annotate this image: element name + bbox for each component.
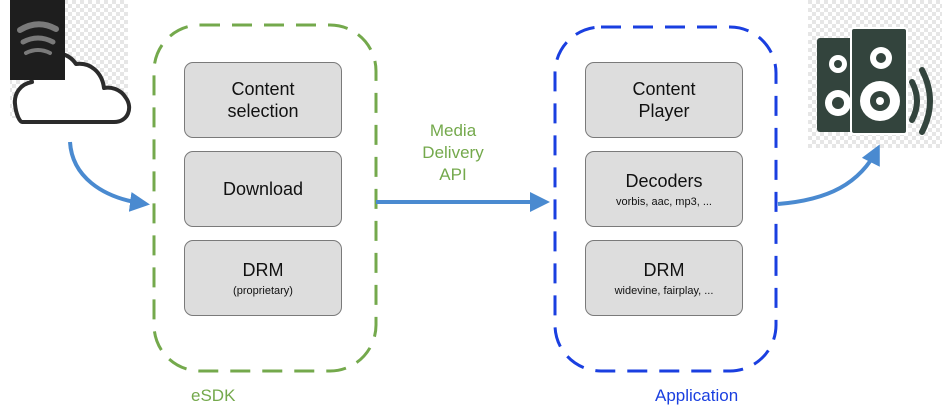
esdk-group-box xyxy=(152,23,378,373)
block-title: Content selection xyxy=(227,79,299,121)
api-label-line: Delivery xyxy=(422,143,484,162)
block-title: DRM xyxy=(643,259,685,280)
esdk-group-label: eSDK xyxy=(191,386,236,405)
source-to-esdk-arrow xyxy=(68,141,150,212)
esdk-download-block: Download xyxy=(184,151,342,227)
block-title: Download xyxy=(222,179,304,199)
application-group-label: Application xyxy=(655,386,739,405)
block-title: Content Player xyxy=(632,79,696,121)
block-title: DRM xyxy=(242,259,284,280)
app-content-player-block: Content Player xyxy=(585,62,743,138)
api-label-line: Media xyxy=(429,121,477,140)
application-to-speaker-arrow xyxy=(777,144,880,206)
speaker-icon xyxy=(817,27,933,135)
api-label-line: API xyxy=(439,165,467,184)
esdk-content-selection-block: Content selection xyxy=(184,62,342,138)
esdk-drm-block: DRM (proprietary) xyxy=(184,240,342,316)
app-decoders-block: Decoders vorbis, aac, mp3, ... xyxy=(585,151,743,227)
block-subtitle: (proprietary) xyxy=(233,284,293,297)
block-subtitle: widevine, fairplay, ... xyxy=(614,284,714,297)
application-group-box xyxy=(553,25,778,373)
block-title: Decoders xyxy=(625,170,703,191)
block-subtitle: vorbis, aac, mp3, ... xyxy=(616,195,712,208)
app-drm-block: DRM widevine, fairplay, ... xyxy=(585,240,743,316)
media-delivery-api-label: Media Delivery API xyxy=(393,120,513,186)
spotify-icon xyxy=(10,0,65,80)
